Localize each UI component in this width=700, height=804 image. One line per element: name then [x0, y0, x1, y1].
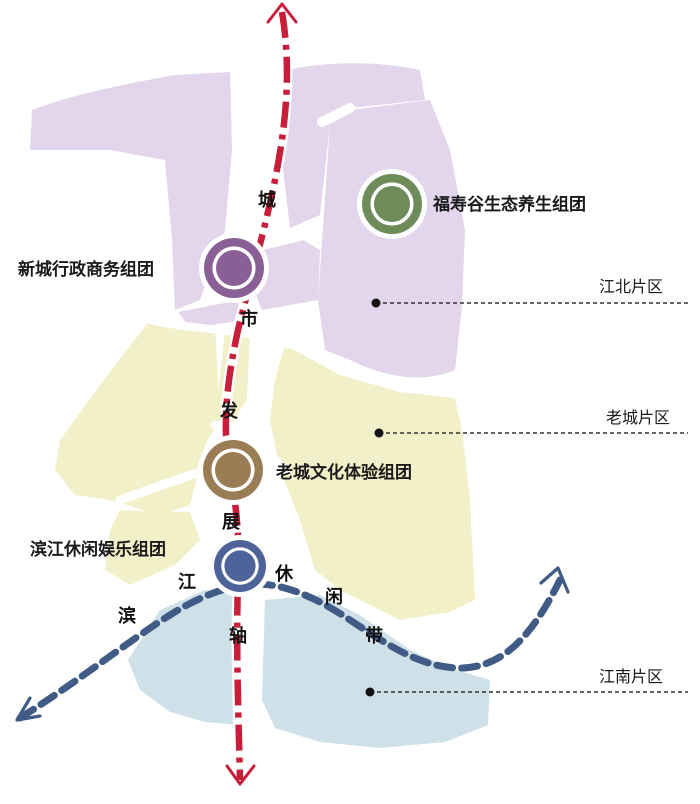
- binjiang-leisure-belt: [15, 566, 570, 722]
- road-2: [317, 103, 355, 127]
- belt-label: 滨 江 休 闲 带: [118, 563, 383, 647]
- belt-char: 滨: [118, 605, 136, 627]
- jiangbei-central-block: [250, 238, 320, 310]
- cluster-label-old-city: 老城文化体验组团: [275, 462, 412, 483]
- ring-marker-icon: [199, 233, 269, 303]
- arrowhead-icon: [15, 696, 42, 722]
- axis-char: 市: [240, 308, 258, 330]
- belt-char: 闲: [325, 586, 343, 608]
- jiangbei-west-block: [30, 72, 232, 310]
- ring-layer: [215, 452, 251, 488]
- jiangnan-west-block: [128, 590, 242, 725]
- belt-char: 带: [365, 626, 383, 647]
- cluster-markers: [198, 169, 427, 597]
- belt-char: 江: [178, 572, 196, 593]
- cluster-label-binjiang: 滨江休闲娱乐组团: [30, 539, 166, 560]
- road-4: [115, 465, 210, 505]
- ring-layer: [224, 550, 256, 582]
- ring-marker-icon: [198, 435, 268, 505]
- axis-char: 发: [219, 400, 239, 422]
- old-city-east-block: [270, 345, 475, 620]
- arrowhead-icon: [539, 566, 570, 594]
- zone-label-jiangbei: 江北片区: [599, 277, 663, 296]
- cluster-labels: 福寿谷生态养生组团 新城行政商务组团 老城文化体验组团 滨江休闲娱乐组团: [18, 194, 586, 560]
- axis-line-dash: [222, 11, 291, 781]
- old-city-southwest-block: [105, 510, 200, 585]
- old-city-west-block: [55, 320, 220, 515]
- ring-marker-icon: [357, 169, 427, 239]
- belt-line: [16, 576, 564, 722]
- jiangnan-east-block: [262, 595, 490, 748]
- axis-char: 城: [258, 189, 276, 211]
- cluster-label-fushougu: 福寿谷生态养生组团: [432, 194, 586, 215]
- zone-label-old-city: 老城片区: [606, 408, 670, 427]
- axis-label: 城 市 发 展 轴: [219, 189, 276, 647]
- arrowhead-icon: [266, 2, 298, 24]
- dot-marker-icon: [374, 428, 384, 438]
- old-city-district: [55, 320, 475, 620]
- ring-layer: [216, 250, 252, 286]
- axis-char: 展: [222, 512, 241, 533]
- axis-char: 轴: [229, 625, 247, 647]
- dot-marker-icon: [371, 298, 381, 308]
- jiangbei-south-strip: [178, 300, 245, 328]
- arrowhead-icon: [225, 764, 256, 786]
- ring-marker-icon: [209, 535, 271, 597]
- road-5: [146, 316, 294, 349]
- zone-callouts: 江北片区 老城片区 江南片区: [365, 277, 688, 697]
- cluster-label-new-city: 新城行政商务组团: [18, 259, 154, 280]
- zone-label-jiangnan: 江南片区: [599, 667, 663, 686]
- ring-layer: [374, 186, 410, 222]
- belt-char: 休: [274, 563, 294, 585]
- dot-marker-icon: [365, 687, 375, 697]
- jiangbei-north-block: [282, 63, 425, 228]
